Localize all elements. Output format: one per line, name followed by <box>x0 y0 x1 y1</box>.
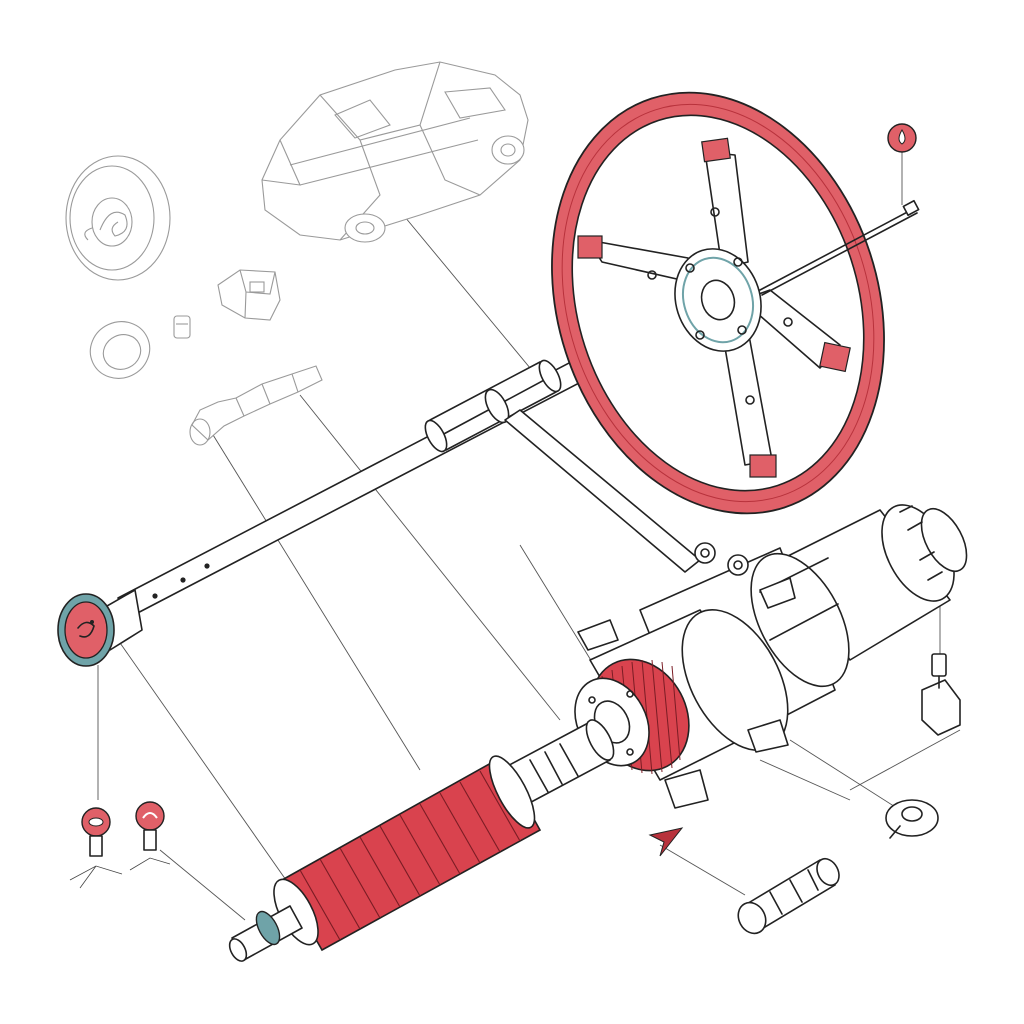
steering-column-shaft-icon <box>99 290 706 651</box>
vehicle-outline-icon <box>261 61 529 243</box>
tie-rod-end-icon <box>228 905 303 962</box>
pulley-icon <box>65 155 171 281</box>
linkage-pin-icon <box>189 365 323 446</box>
steering-wheel-icon <box>551 91 885 515</box>
direction-arrow-icon <box>648 827 684 857</box>
ribbed-boot-icon <box>273 755 542 952</box>
clip-icon <box>173 315 191 339</box>
steering-gear-housing-icon <box>574 504 968 809</box>
sensor-right-icon <box>129 801 171 871</box>
pin-sensor-icon <box>887 123 917 153</box>
round-fitting-icon <box>885 799 939 839</box>
leader-lines <box>97 150 961 921</box>
adjuster-rod-icon <box>759 199 920 296</box>
shaft-end-cap-icon <box>57 593 115 667</box>
seal-ring-icon <box>89 321 151 379</box>
connector-plug-icon <box>921 653 961 736</box>
bracket-icon <box>217 269 281 321</box>
grip-handle-icon <box>737 857 840 935</box>
sensor-left-icon <box>69 807 123 889</box>
